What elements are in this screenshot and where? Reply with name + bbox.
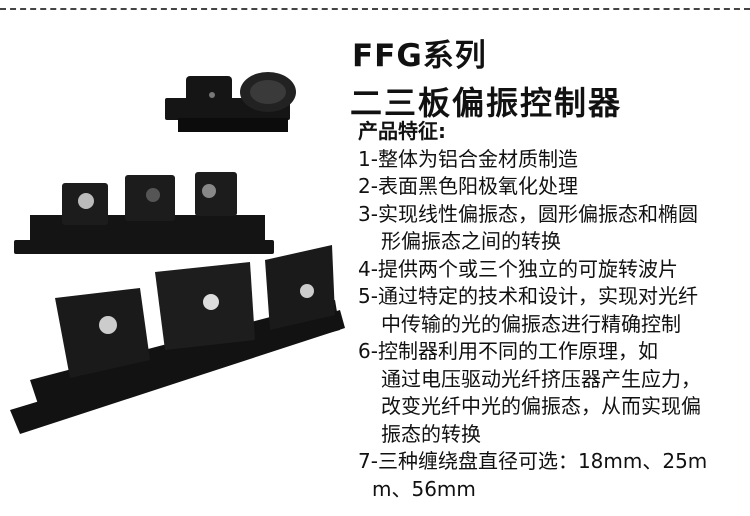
product-name-title: 二三板偏振控制器 [350, 84, 623, 122]
feature-line: 通过电压驱动光纤挤压器产生应力， [381, 366, 701, 391]
dashed-divider [0, 8, 750, 10]
feature-line: 1-整体为铝合金材质制造 [358, 146, 578, 171]
feature-line: 6-控制器利用不同的工作原理，如 [358, 339, 658, 363]
feature-line: 2-表面黑色阳极氧化处理 [358, 174, 578, 198]
feature-line: 改变光纤中光的偏振态，从而实现偏 [381, 394, 701, 418]
feature-heading: 产品特征: [358, 119, 446, 143]
feature-list: 产品特征: 1-整体为铝合金材质制造 2-表面黑色阳极氧化处理 3-实现线性偏振… [358, 118, 707, 503]
feature-line: 中传输的光的偏振态进行精确控制 [381, 311, 681, 336]
three-plate-controller-image [10, 245, 345, 434]
small-controller-image [165, 72, 296, 132]
feature-line: 5-通过特定的技术和设计，实现对光纤 [358, 284, 698, 308]
feature-line: 形偏振态之间的转换 [381, 229, 561, 253]
feature-line: m、56mm [372, 476, 476, 501]
feature-line: 3-实现线性偏振态，圆形偏振态和椭圆 [358, 201, 698, 226]
product-photo [10, 72, 345, 434]
feature-line: 4-提供两个或三个独立的可旋转波片 [358, 256, 678, 281]
feature-line: 7-三种缠绕盘直径可选：18mm、25m [358, 449, 708, 473]
feature-line: 振态的转换 [381, 421, 481, 446]
product-series-title: FFG系列 [352, 38, 487, 74]
two-plate-controller-image [14, 172, 274, 254]
